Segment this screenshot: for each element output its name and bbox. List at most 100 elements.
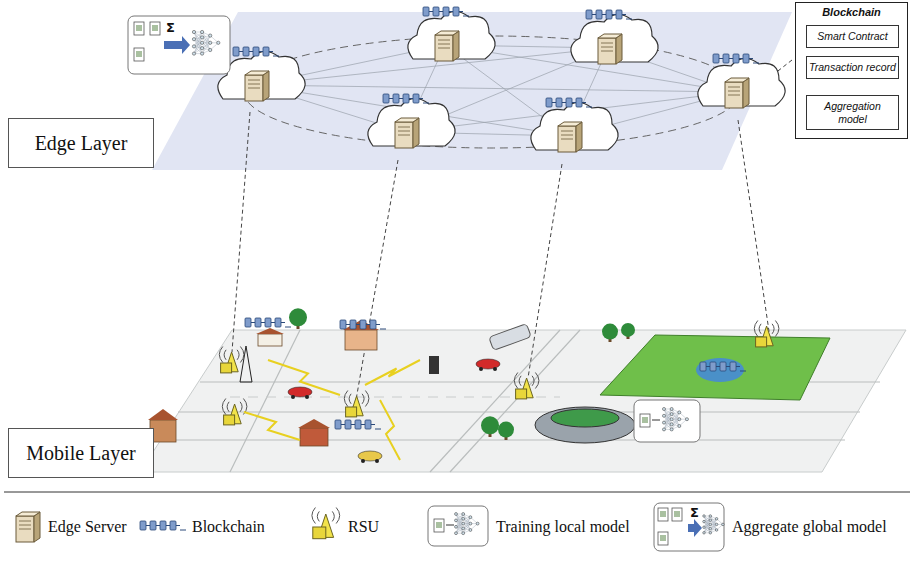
net-neuron	[209, 48, 212, 51]
chain-block	[150, 521, 156, 530]
record-box: Aggregation model	[806, 95, 899, 130]
wireless-link	[365, 360, 420, 385]
net-neuron	[670, 418, 673, 421]
car	[288, 387, 312, 397]
server-slot	[601, 47, 613, 48]
document-icon	[658, 508, 668, 521]
chain-link	[156, 525, 160, 526]
net-neuron	[209, 41, 212, 44]
chain-link	[176, 525, 180, 526]
node-text: Blockchain	[800, 6, 903, 19]
server-body	[435, 35, 453, 61]
stadium-field	[551, 409, 619, 427]
server-slot	[728, 87, 740, 88]
dashed-link	[738, 120, 770, 338]
doc-sheet	[640, 414, 650, 427]
chain-block	[710, 362, 716, 371]
net-neuron	[662, 407, 665, 410]
road	[160, 439, 845, 440]
net-neuron	[217, 41, 220, 44]
road	[430, 330, 560, 472]
chain-block	[720, 362, 726, 371]
car-wheel	[479, 367, 483, 371]
server-slot	[561, 139, 573, 140]
rsu-icon	[219, 347, 244, 373]
document-icon	[640, 414, 650, 427]
doc-sheet	[658, 532, 668, 545]
legend-aggregate-frame	[654, 503, 724, 551]
doc-image	[674, 511, 680, 517]
car	[358, 451, 382, 461]
chain-block	[243, 47, 249, 56]
net-neuron	[469, 516, 472, 519]
doc-image	[660, 535, 666, 541]
net-neuron	[703, 532, 706, 535]
rsu-wave	[772, 321, 779, 337]
rsu-wave	[219, 347, 226, 363]
server-top	[245, 71, 269, 75]
layer-label-box: Edge Layer	[8, 118, 154, 168]
doc-sheet	[150, 22, 160, 35]
net-neuron	[476, 522, 479, 525]
wireless-link	[244, 412, 300, 440]
net-neuron	[200, 52, 203, 55]
server-top	[395, 118, 419, 122]
server-body	[558, 126, 576, 152]
net-neuron	[200, 30, 203, 33]
server-slot	[601, 51, 613, 52]
chain-block	[350, 320, 356, 329]
dashed-link	[528, 164, 562, 378]
net-neuron	[715, 529, 718, 532]
rsu-icon	[312, 508, 340, 539]
document-icon	[134, 48, 144, 61]
chain-tail	[753, 63, 759, 64]
chain-block	[576, 98, 582, 107]
net-neuron	[670, 428, 673, 431]
net-neuron	[703, 526, 706, 529]
server-side	[413, 118, 419, 148]
chain-link	[582, 102, 586, 103]
rsu-box	[346, 407, 357, 417]
blockchain-icon	[423, 7, 469, 16]
rsu-wave	[362, 391, 369, 407]
net-neuron	[670, 423, 673, 426]
layer-label-box: Mobile Layer	[8, 428, 154, 478]
car	[476, 359, 500, 369]
rsu-box	[313, 527, 326, 539]
chain-tail	[463, 16, 469, 17]
training-frame	[634, 400, 700, 442]
net-neuron	[678, 424, 681, 427]
separator	[4, 492, 910, 493]
chain-link	[271, 322, 275, 323]
dashed-link	[356, 160, 398, 400]
net-neuron	[709, 515, 712, 518]
chain-link	[716, 366, 720, 367]
chain-link	[371, 424, 375, 425]
doc-sheet	[134, 22, 144, 35]
sigma-symbol: Σ	[166, 20, 175, 35]
chain-link	[281, 322, 285, 323]
doc-image	[152, 25, 158, 31]
chain-tail	[273, 56, 279, 57]
chain-block	[713, 54, 719, 63]
server-slot	[438, 48, 450, 49]
chain-block	[345, 420, 351, 429]
server-slot	[19, 525, 31, 526]
net-neuron	[192, 30, 195, 33]
chain-link	[739, 58, 743, 59]
chain-block	[743, 54, 749, 63]
edge-server-icon	[16, 512, 40, 542]
doc-image	[642, 417, 648, 423]
doc-sheet	[134, 48, 144, 61]
chain-block	[360, 320, 366, 329]
server-slot	[601, 43, 613, 44]
traffic-light	[429, 356, 439, 374]
chain-link	[736, 366, 740, 367]
blockchain-icon	[546, 98, 592, 107]
chain-link	[399, 98, 403, 99]
chain-block	[170, 521, 176, 530]
chain-block	[423, 7, 429, 16]
chain-link	[389, 98, 393, 99]
